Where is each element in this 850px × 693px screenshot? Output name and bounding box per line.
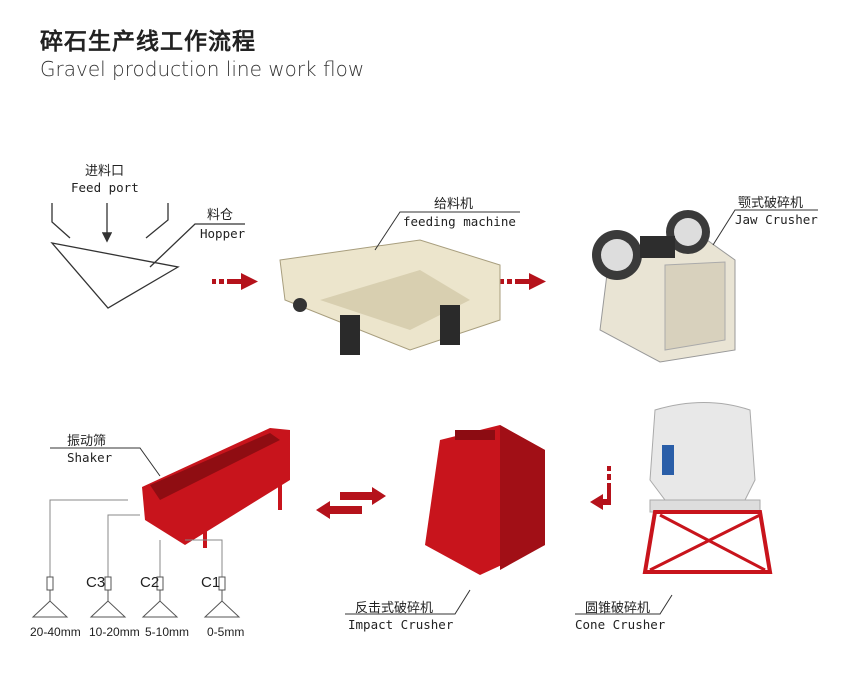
feed-port-label-zh: 进料口: [85, 164, 125, 179]
jaw-crusher-image: [592, 210, 736, 363]
cone-leader: [575, 594, 673, 615]
feeder-label-en: feeding machine: [403, 214, 516, 229]
shaker-label-en: Shaker: [67, 450, 113, 465]
feed-port-label-en: Feed port: [71, 180, 139, 195]
cone-label-en: Cone Crusher: [575, 617, 666, 632]
output-code-c2: C2: [140, 574, 160, 591]
output-bins: [31, 576, 241, 618]
page-title: 碎石生产线工作流程: [40, 29, 256, 55]
feeder-label-zh: 给料机: [434, 197, 474, 212]
shaker-image: [142, 428, 290, 548]
cone-crusher-image: [642, 402, 773, 574]
arrow-down-left: [590, 466, 611, 510]
hopper-label-zh: 料仓: [207, 208, 234, 223]
page-subtitle: Gravel production line work flow: [40, 57, 365, 81]
hopper-label-en: Hopper: [200, 226, 246, 241]
output-code-c1: C1: [201, 574, 221, 591]
output-size: 20-40mm: [30, 625, 81, 639]
output-size: 5-10mm: [145, 625, 190, 639]
output-code-c3: C3: [86, 574, 106, 591]
arrow-right-2: [500, 273, 546, 290]
jaw-label-zh: 颚式破碎机: [738, 196, 804, 211]
impact-label-en: Impact Crusher: [348, 617, 454, 632]
output-size: 10-20mm: [89, 625, 140, 639]
shaker-label-zh: 振动筛: [67, 434, 107, 449]
arrow-right-1: [212, 273, 258, 290]
hopper-diagram: [50, 203, 245, 309]
jaw-label-en: Jaw Crusher: [735, 212, 818, 227]
shaker-leader: [50, 447, 161, 477]
impact-leader: [345, 589, 471, 615]
jaw-leader: [712, 209, 818, 246]
cone-label-zh: 圆锥破碎机: [585, 601, 651, 616]
impact-crusher-image: [425, 425, 545, 575]
impact-label-zh: 反击式破碎机: [355, 601, 434, 616]
output-lines: [49, 499, 223, 577]
feeder-leader: [374, 211, 520, 251]
output-size: 0-5mm: [207, 625, 245, 639]
feeding-machine-image: [279, 239, 501, 355]
double-arrow: [316, 487, 386, 519]
